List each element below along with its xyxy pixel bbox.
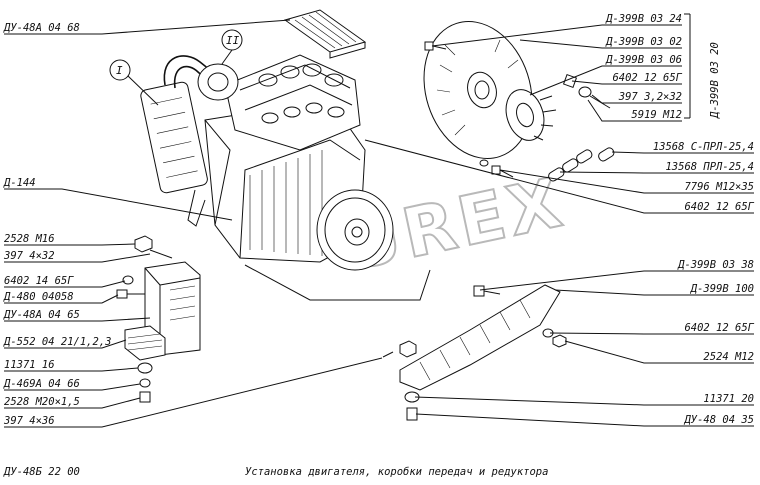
clutch-disc-drawing bbox=[423, 21, 611, 159]
leader-left-11 bbox=[4, 357, 383, 428]
label-left-4: 6402 14 65Г bbox=[4, 275, 74, 287]
label-left-9: Д-469А 04 66 bbox=[3, 378, 80, 390]
engine-drawing bbox=[140, 54, 431, 301]
leader-right-14 bbox=[414, 396, 754, 406]
leader-left-1 bbox=[4, 188, 233, 221]
label-right-10: Д-399В 03 38 bbox=[677, 259, 754, 271]
leader-right-6 bbox=[611, 151, 754, 154]
left-bracket-drawing bbox=[116, 235, 201, 403]
leader-left-4 bbox=[4, 280, 126, 288]
leader-right-9 bbox=[364, 139, 754, 214]
support-arm-drawing bbox=[382, 284, 567, 421]
leader-left-3 bbox=[4, 253, 151, 263]
label-right-1: Д-399В 03 02 bbox=[605, 36, 682, 48]
label-left-0: ДУ-48А 04 68 bbox=[3, 22, 80, 34]
leader-left-7 bbox=[4, 339, 127, 349]
leader-left-0 bbox=[4, 19, 291, 35]
label-left-5: Д-480 04058 bbox=[3, 291, 74, 303]
label-right-3: 6402 12 65Г bbox=[612, 72, 682, 84]
leader-right-7 bbox=[559, 171, 754, 174]
chain-drawing bbox=[479, 147, 615, 182]
label-right-9: 6402 12 65Г bbox=[684, 201, 754, 213]
label-right-14: 11371 20 bbox=[703, 393, 754, 405]
labels-left-group: ДУ-48А 04 68 Д-144 2528 М16 397 4×32 6402 14… bbox=[3, 19, 383, 428]
label-right-6: 13568 С-ПРЛ-25,4 bbox=[653, 141, 754, 153]
drawing-number: ДУ-48Б 22 00 bbox=[3, 466, 80, 478]
label-right-12: 6402 12 65Г bbox=[684, 322, 754, 334]
label-left-8: 11371 16 bbox=[4, 359, 55, 371]
group-label: Д-399В 03 20 bbox=[709, 42, 721, 119]
label-right-13: 2524 М12 bbox=[703, 351, 754, 363]
label-left-2: 2528 М16 bbox=[4, 233, 55, 245]
leader-right-8 bbox=[499, 169, 754, 194]
shield-plate-drawing bbox=[283, 9, 367, 59]
label-left-1: Д-144 bbox=[3, 177, 36, 189]
leader-right-1 bbox=[519, 39, 682, 49]
leader-right-11 bbox=[554, 289, 754, 296]
leader-right-5 bbox=[587, 99, 682, 122]
leader-right-0 bbox=[431, 24, 682, 47]
leader-left-6 bbox=[4, 317, 151, 322]
leader-right-12 bbox=[549, 332, 754, 335]
label-left-3: 397 4×32 bbox=[3, 250, 55, 262]
label-left-6: ДУ-48А 04 65 bbox=[3, 309, 80, 321]
leader-right-13 bbox=[564, 340, 754, 364]
label-left-7: Д-552 04 21/1,2,3 bbox=[3, 336, 111, 348]
leader-right-10 bbox=[479, 270, 754, 291]
label-right-2: Д-399В 03 06 bbox=[605, 54, 682, 66]
leader-right-3 bbox=[571, 80, 682, 85]
view-marker-1-circle bbox=[109, 59, 131, 81]
leader-left-5 bbox=[4, 294, 119, 304]
label-right-7: 13568 ПРЛ-25,4 bbox=[665, 161, 754, 173]
labels-right-group: Д-399В 03 24 Д-399В 03 02 Д-399В 03 06 6402… bbox=[364, 13, 755, 427]
leader-left-9 bbox=[4, 383, 141, 391]
leader-right-4 bbox=[591, 94, 682, 104]
label-left-10: 2528 М20×1,5 bbox=[4, 396, 80, 408]
leader-left-2 bbox=[4, 243, 136, 246]
drawing-title: Установка двигателя, коробки передач и р… bbox=[245, 466, 548, 478]
leader-right-15 bbox=[415, 413, 754, 427]
label-right-0: Д-399В 03 24 bbox=[605, 13, 682, 25]
label-right-4: 397 3,2×32 bbox=[618, 91, 682, 103]
view-marker-2: II bbox=[226, 34, 240, 47]
label-right-11: Д-399В 100 bbox=[690, 283, 754, 295]
view-marker-1: I bbox=[116, 64, 123, 77]
leader-left-10 bbox=[4, 397, 141, 409]
label-right-15: ДУ-48 04 35 bbox=[683, 414, 754, 426]
leader-left-8 bbox=[4, 367, 139, 372]
label-right-5: 5919 М12 bbox=[631, 109, 682, 121]
label-left-11: 397 4×36 bbox=[3, 415, 55, 427]
leader-right-2 bbox=[529, 65, 682, 96]
label-right-8: 7796 М12×35 bbox=[684, 181, 754, 193]
